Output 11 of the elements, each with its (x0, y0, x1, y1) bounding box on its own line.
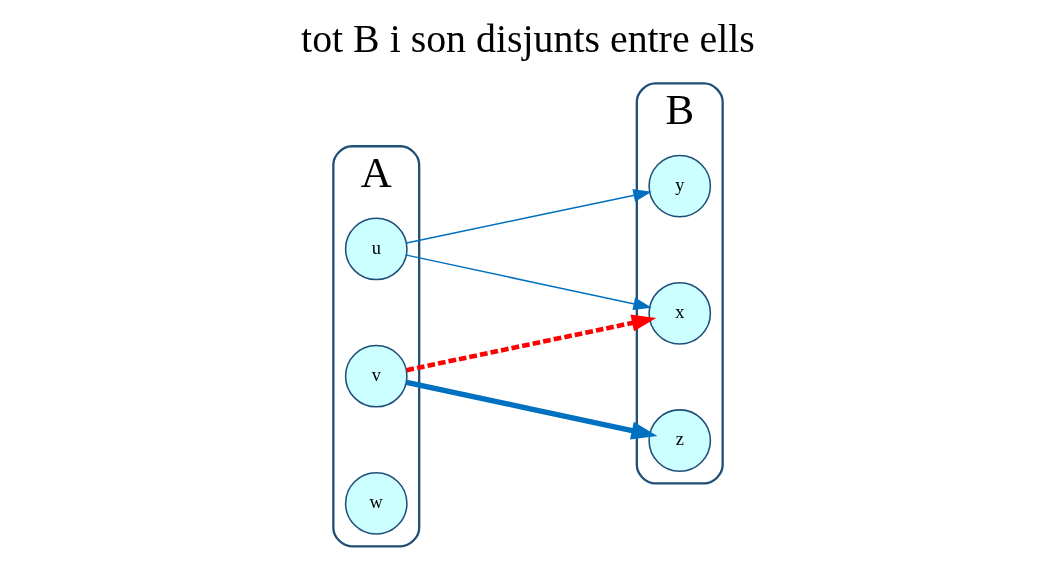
arrow (405, 189, 652, 244)
arrow (406, 379, 658, 440)
node-circle: x (648, 281, 712, 345)
diagram-title: tot B i son disjunts entre ells (301, 16, 755, 62)
node-circle: y (648, 154, 712, 218)
arrow (405, 254, 652, 311)
arrow (406, 314, 657, 373)
node-circle: w (344, 471, 408, 535)
node-circle: z (648, 409, 712, 472)
node-circle: u (344, 217, 408, 281)
node-circle: v (344, 344, 408, 408)
